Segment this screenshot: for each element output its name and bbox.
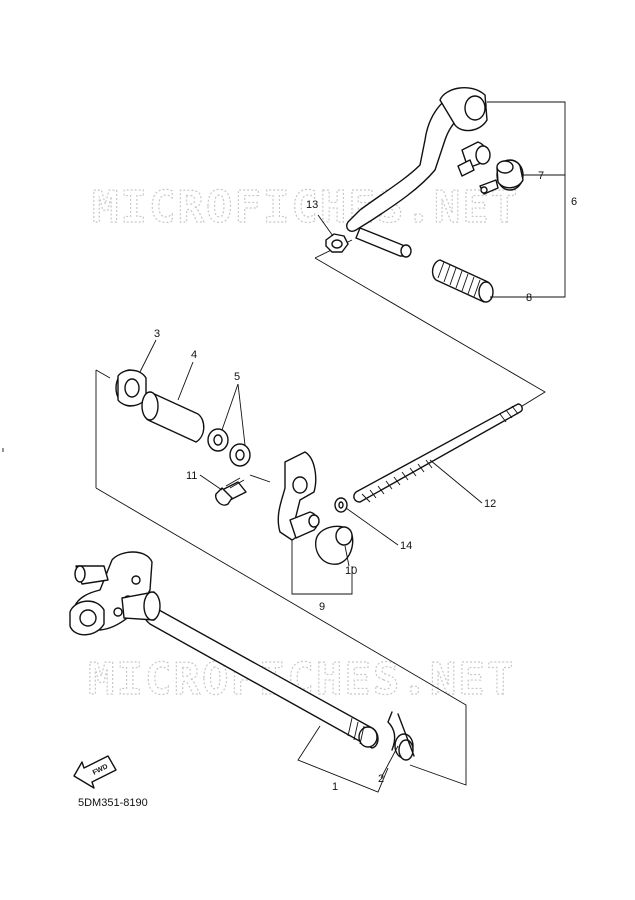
leader-lines <box>139 214 520 779</box>
callout-11: 11 <box>186 470 197 482</box>
shift-arm-9[interactable] <box>277 451 320 541</box>
callout-6: 6 <box>571 196 577 208</box>
joint-10[interactable] <box>315 525 354 565</box>
watermark-top: MICROFICHES.NET <box>92 182 519 233</box>
nut-13[interactable] <box>325 233 349 253</box>
callout-2: 2 <box>378 773 384 785</box>
callout-1: 1 <box>332 781 338 793</box>
callout-8: 8 <box>526 292 532 304</box>
callout-12: 12 <box>484 498 496 510</box>
shift-rod-12[interactable] <box>353 403 523 503</box>
shift-shaft-1[interactable] <box>69 551 379 749</box>
callout-10: 10 <box>345 565 357 577</box>
callout-5: 5 <box>234 371 240 383</box>
diagram-code: 5DM351-8190 <box>78 797 148 809</box>
callout-7: 7 <box>538 170 544 182</box>
footpeg-rubber-8[interactable] <box>431 259 494 303</box>
callout-9: 9 <box>319 601 325 613</box>
callout-3: 3 <box>154 328 160 340</box>
fwd-arrow-icon: FWD <box>73 755 117 789</box>
spring-2[interactable] <box>387 711 415 761</box>
oil-seal-3[interactable] <box>115 369 147 407</box>
washer-14[interactable] <box>334 497 348 513</box>
rod-end-7[interactable] <box>479 159 524 195</box>
collar-4[interactable] <box>141 391 205 443</box>
bracket-1 <box>297 725 389 793</box>
callout-13: 13 <box>306 199 318 211</box>
shift-pedal[interactable] <box>346 87 491 258</box>
bolt-11[interactable] <box>215 477 247 506</box>
washer-5b[interactable] <box>229 443 251 467</box>
callout-14: 14 <box>400 540 412 552</box>
bracket-9 <box>291 540 353 595</box>
washer-5a[interactable] <box>207 428 229 452</box>
callout-4: 4 <box>191 349 197 361</box>
